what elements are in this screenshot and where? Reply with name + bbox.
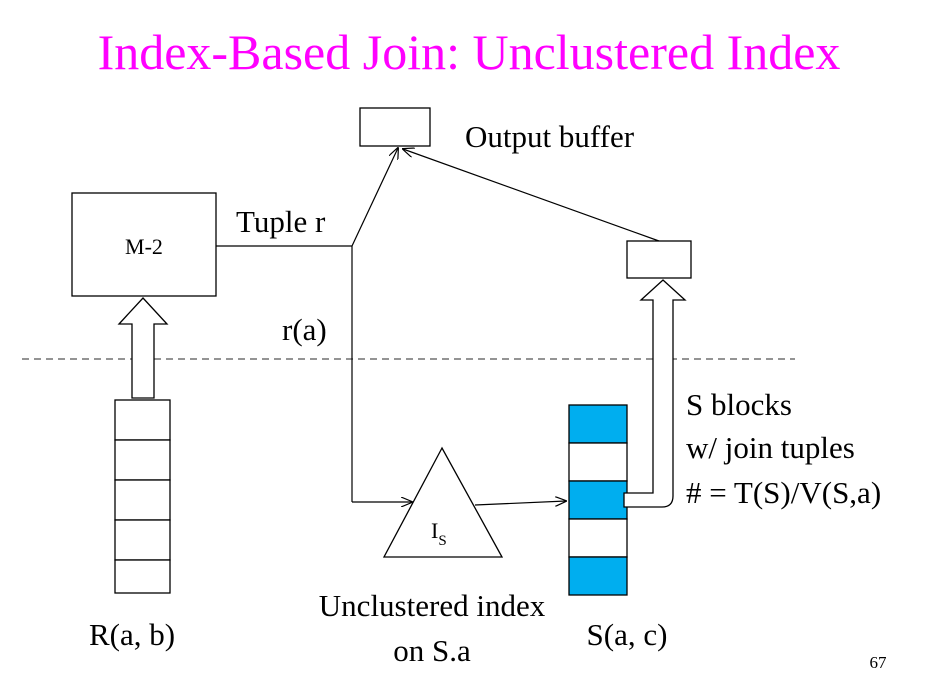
output-buffer-box xyxy=(359,107,431,147)
relation-s-label: S(a, c) xyxy=(587,617,668,652)
relation-r-label: R(a, b) xyxy=(89,617,175,652)
arrow-to-output xyxy=(351,148,398,247)
relation-s-block xyxy=(568,518,628,558)
index-caption-line2: on S.a xyxy=(393,633,471,668)
relation-s-block xyxy=(568,404,628,444)
index-triangle xyxy=(382,446,504,558)
relation-r-block xyxy=(114,439,171,481)
page-number: 67 xyxy=(870,653,888,672)
s-blocks-line3: # = T(S)/V(S,a) xyxy=(686,475,881,510)
s-blocks-line1: S blocks xyxy=(686,387,792,422)
relation-s-block xyxy=(568,442,628,482)
memory-label: M-2 xyxy=(125,234,163,259)
relation-s xyxy=(568,404,628,596)
slide-title: Index-Based Join: Unclustered Index xyxy=(97,24,841,80)
r-to-memory-arrow xyxy=(117,297,169,399)
tuple-label: Tuple r xyxy=(236,204,326,239)
s-to-buffer-arrow xyxy=(623,279,687,508)
relation-r-block xyxy=(114,559,171,594)
relation-s-block xyxy=(568,556,628,596)
s-block-buffer xyxy=(626,240,692,279)
arrow-s-to-output xyxy=(403,149,660,242)
relation-r-block xyxy=(114,519,171,561)
relation-r-block xyxy=(114,479,171,521)
output-buffer-label: Output buffer xyxy=(465,119,635,154)
memory-box xyxy=(71,192,217,297)
key-label: r(a) xyxy=(282,312,327,347)
relation-r-block xyxy=(114,399,171,441)
arrow-to-s xyxy=(474,501,566,505)
s-blocks-line2: w/ join tuples xyxy=(686,430,855,465)
index-label: IS xyxy=(431,518,447,549)
relation-r xyxy=(114,399,171,594)
index-caption-line1: Unclustered index xyxy=(319,588,546,623)
relation-s-block xyxy=(568,480,628,520)
